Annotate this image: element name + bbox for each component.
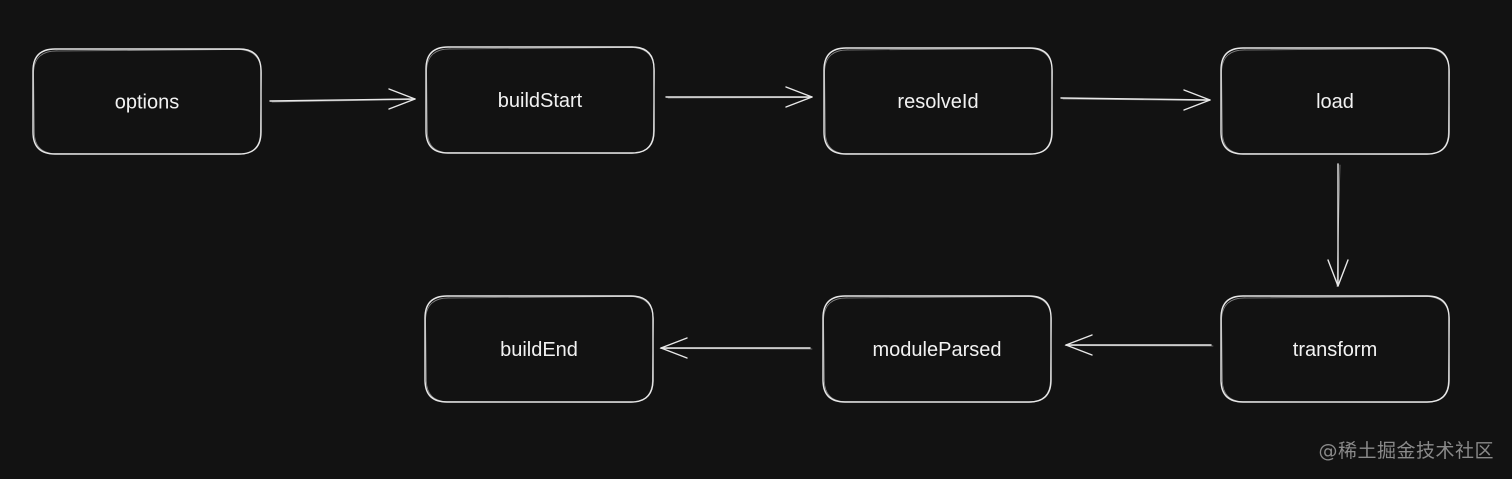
node-box-sketch-stroke xyxy=(1221,48,1450,155)
arrowhead xyxy=(660,337,688,359)
edge-load-to-transform xyxy=(1327,163,1349,287)
node-box-sketch-stroke xyxy=(426,47,655,154)
node-label: buildStart xyxy=(498,90,583,112)
arrowhead xyxy=(785,86,813,108)
edge-moduleparsed-to-buildend xyxy=(659,337,813,359)
node-box-sketch-stroke xyxy=(823,296,1052,403)
arrowhead xyxy=(1183,89,1211,111)
edge-line-sketch-stroke xyxy=(1336,164,1341,287)
node-label: resolveId xyxy=(897,91,978,113)
arrowhead xyxy=(1327,259,1349,287)
node-moduleparsed: moduleParsed xyxy=(822,295,1052,403)
node-box-sketch-stroke xyxy=(425,296,654,403)
watermark-text: @稀土掘金技术社区 xyxy=(1318,440,1494,462)
edge-line-sketch-stroke xyxy=(271,99,415,103)
node-label: buildEnd xyxy=(500,339,578,361)
arrowhead xyxy=(388,88,416,110)
edge-resolveid-to-load xyxy=(1060,89,1211,111)
node-buildstart: buildStart xyxy=(425,46,655,154)
node-box-sketch-stroke xyxy=(33,49,262,155)
edge-buildstart-to-resolveid xyxy=(665,86,813,108)
node-label: transform xyxy=(1293,339,1377,361)
node-transform: transform xyxy=(1220,295,1450,403)
node-label: options xyxy=(115,92,180,114)
node-label: moduleParsed xyxy=(873,339,1002,361)
node-label: load xyxy=(1316,91,1354,113)
edge-line xyxy=(269,98,416,102)
edge-line xyxy=(1060,97,1211,101)
node-box-sketch-stroke xyxy=(824,48,1053,155)
node-options: options xyxy=(32,48,262,155)
arrowhead xyxy=(1065,334,1093,356)
node-load: load xyxy=(1220,47,1450,155)
node-resolveid: resolveId xyxy=(823,47,1053,155)
edge-line-sketch-stroke xyxy=(1062,98,1210,101)
node-buildend: buildEnd xyxy=(424,295,654,403)
edge-transform-to-moduleparsed xyxy=(1064,334,1214,356)
node-box-sketch-stroke xyxy=(1221,296,1450,403)
edge-options-to-buildstart xyxy=(269,88,416,110)
